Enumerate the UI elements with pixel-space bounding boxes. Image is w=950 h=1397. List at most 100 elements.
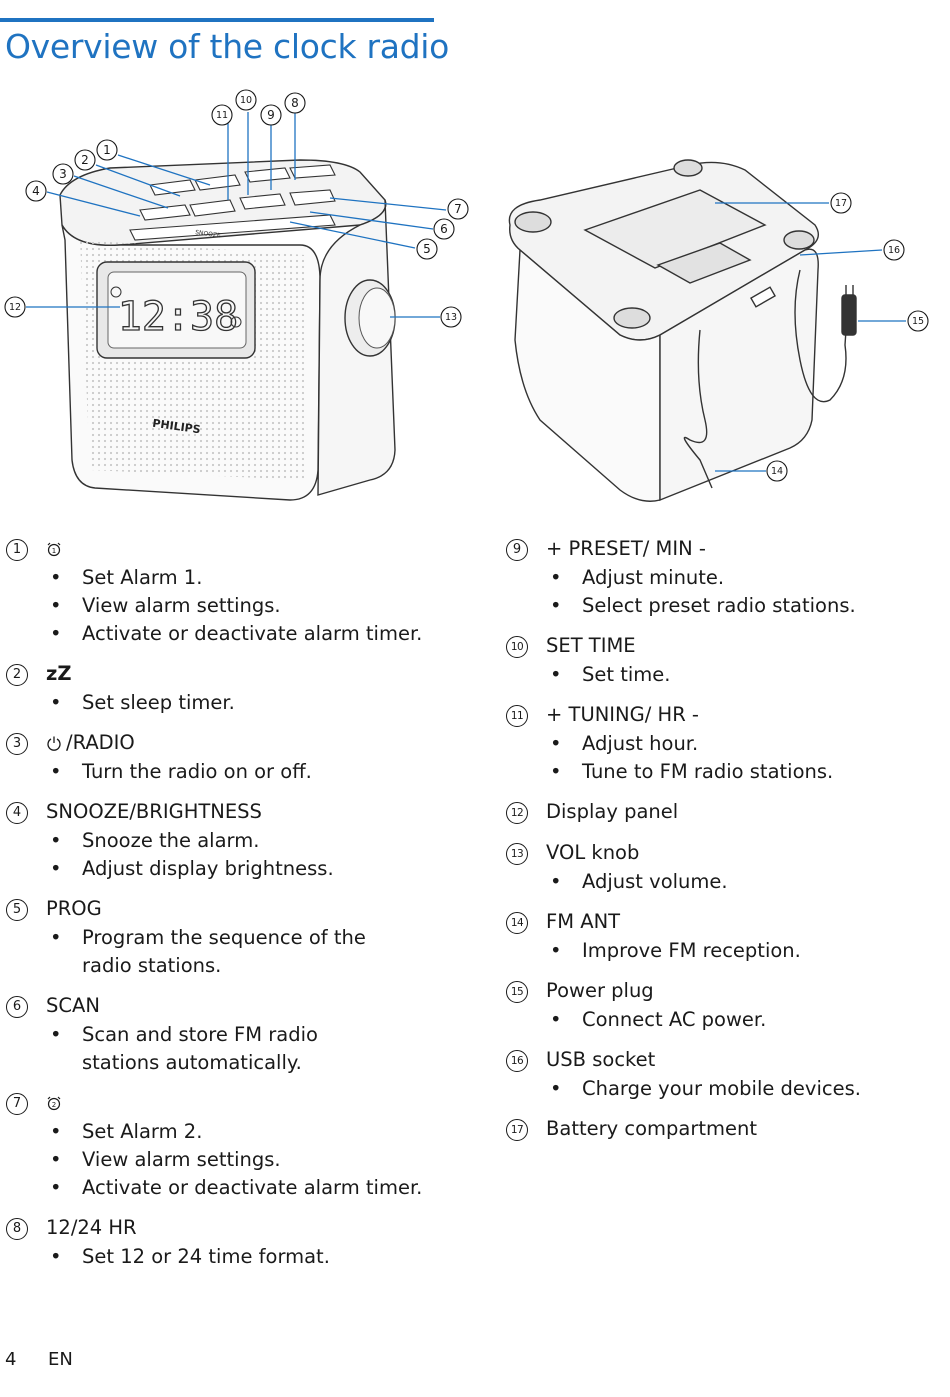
svg-text:10: 10 (240, 95, 252, 106)
callout-12: 12 (4, 296, 26, 318)
item-title: Display panel (546, 800, 679, 823)
item-title: SET TIME (546, 634, 636, 657)
item-title: SCAN (46, 994, 100, 1017)
svg-text:2: 2 (81, 153, 89, 167)
svg-text:6: 6 (440, 222, 448, 236)
bullet: Scan and store FM radio stations automat… (0, 1021, 382, 1077)
item-title: Battery compartment (546, 1117, 758, 1140)
list-item: 16 USB socket Charge your mobile devices… (500, 1047, 940, 1103)
item-number: 4 (6, 802, 28, 824)
rear-view (508, 159, 857, 502)
bullet: Charge your mobile devices. (500, 1075, 940, 1103)
bullet: Adjust hour. (500, 730, 940, 758)
svg-text:2: 2 (52, 1101, 56, 1109)
bullet: Adjust display brightness. (0, 855, 470, 883)
item-title: PROG (46, 897, 102, 920)
power-icon (46, 735, 62, 755)
item-title: + TUNING/ HR - (546, 703, 699, 726)
snooze-label: SNOOZE (195, 229, 222, 240)
callout-11: 11 (211, 104, 233, 126)
page-title: Overview of the clock radio (5, 27, 450, 66)
bullet: Set time. (500, 661, 940, 689)
bullet: Set sleep timer. (0, 689, 470, 717)
item-title: zZ (46, 662, 72, 685)
bullet: View alarm settings. (0, 1146, 470, 1174)
bullet: Turn the radio on or off. (0, 758, 470, 786)
list-item: 8 12/24 HR Set 12 or 24 time format. (0, 1215, 470, 1271)
list-item: 9 + PRESET/ MIN - Adjust minute. Select … (500, 536, 940, 620)
callout-17: 17 (830, 192, 852, 214)
svg-text:16: 16 (888, 245, 900, 256)
bullet: Adjust volume. (500, 868, 940, 896)
item-number: 3 (6, 733, 28, 755)
svg-text:15: 15 (912, 316, 924, 327)
item-number: 5 (6, 899, 28, 921)
item-title: 12/24 HR (46, 1216, 137, 1239)
item-number: 17 (506, 1119, 528, 1141)
list-item: 4 SNOOZE/BRIGHTNESS Snooze the alarm. Ad… (0, 799, 470, 883)
bullet: Activate or deactivate alarm timer. (0, 620, 470, 648)
item-number: 15 (506, 981, 528, 1003)
list-item: 11 + TUNING/ HR - Adjust hour. Tune to F… (500, 702, 940, 786)
svg-text:11: 11 (216, 110, 228, 121)
callout-1: 1 (96, 139, 118, 161)
bullet: Adjust minute. (500, 564, 940, 592)
language-code: EN (48, 1349, 73, 1370)
svg-text:5: 5 (423, 242, 431, 256)
bullet: Improve FM reception. (500, 937, 940, 965)
item-number: 8 (6, 1218, 28, 1240)
callout-2: 2 (74, 149, 96, 171)
list-item: 10 SET TIME Set time. (500, 633, 940, 689)
item-number: 14 (506, 912, 528, 934)
svg-text:7: 7 (454, 202, 462, 216)
list-item: 17 Battery compartment (500, 1116, 940, 1144)
list-item: 6 SCAN Scan and store FM radio stations … (0, 993, 470, 1077)
item-title: Power plug (546, 979, 654, 1002)
callout-13: 13 (440, 306, 462, 328)
bullet: Program the sequence of the radio statio… (0, 924, 402, 980)
item-number: 9 (506, 539, 528, 561)
alarm-1-icon: 1 (46, 541, 62, 561)
item-title: FM ANT (546, 910, 621, 933)
bullet: View alarm settings. (0, 592, 470, 620)
svg-text:9: 9 (267, 108, 275, 122)
alarm-2-icon: 2 (46, 1095, 62, 1115)
callout-3: 3 (52, 163, 74, 185)
item-title: VOL knob (546, 841, 640, 864)
svg-text:12: 12 (9, 302, 21, 313)
bullet: Set Alarm 1. (0, 564, 470, 592)
item-number: 11 (506, 705, 528, 727)
bullet: Snooze the alarm. (0, 827, 470, 855)
item-number: 1 (6, 539, 28, 561)
callout-15: 15 (907, 310, 929, 332)
list-item: 12 Display panel (500, 799, 940, 827)
callout-4: 4 (25, 180, 47, 202)
svg-text:3: 3 (59, 167, 67, 181)
callout-8: 8 (284, 92, 306, 114)
item-number: 2 (6, 664, 28, 686)
svg-text:8: 8 (291, 96, 299, 110)
item-number: 13 (506, 843, 528, 865)
bullet: Select preset radio stations. (500, 592, 940, 620)
svg-text:17: 17 (835, 198, 847, 209)
bullet: Set 12 or 24 time format. (0, 1243, 470, 1271)
page-number: 4 (5, 1349, 17, 1370)
svg-text:14: 14 (771, 466, 783, 477)
list-item: 13 VOL knob Adjust volume. (500, 840, 940, 896)
callout-7: 7 (447, 198, 469, 220)
svg-text:1: 1 (103, 143, 111, 157)
list-item: 15 Power plug Connect AC power. (500, 978, 940, 1034)
bullet: Tune to FM radio stations. (500, 758, 940, 786)
list-item: 1 1 Set Alarm 1. View alarm settings. Ac… (0, 536, 470, 648)
list-item: 2 zZ Set sleep timer. (0, 661, 470, 717)
left-column: 1 1 Set Alarm 1. View alarm settings. Ac… (0, 536, 470, 1284)
right-column: 9 + PRESET/ MIN - Adjust minute. Select … (500, 536, 940, 1157)
item-title: /RADIO (66, 731, 135, 754)
item-number: 12 (506, 802, 528, 824)
item-title: USB socket (546, 1048, 656, 1071)
callout-10: 10 (235, 89, 257, 111)
item-number: 10 (506, 636, 528, 658)
item-number: 6 (6, 996, 28, 1018)
callout-9: 9 (260, 104, 282, 126)
clock-radio-illustration: 12:38 PHILIPS SNOOZE (4, 89, 929, 502)
